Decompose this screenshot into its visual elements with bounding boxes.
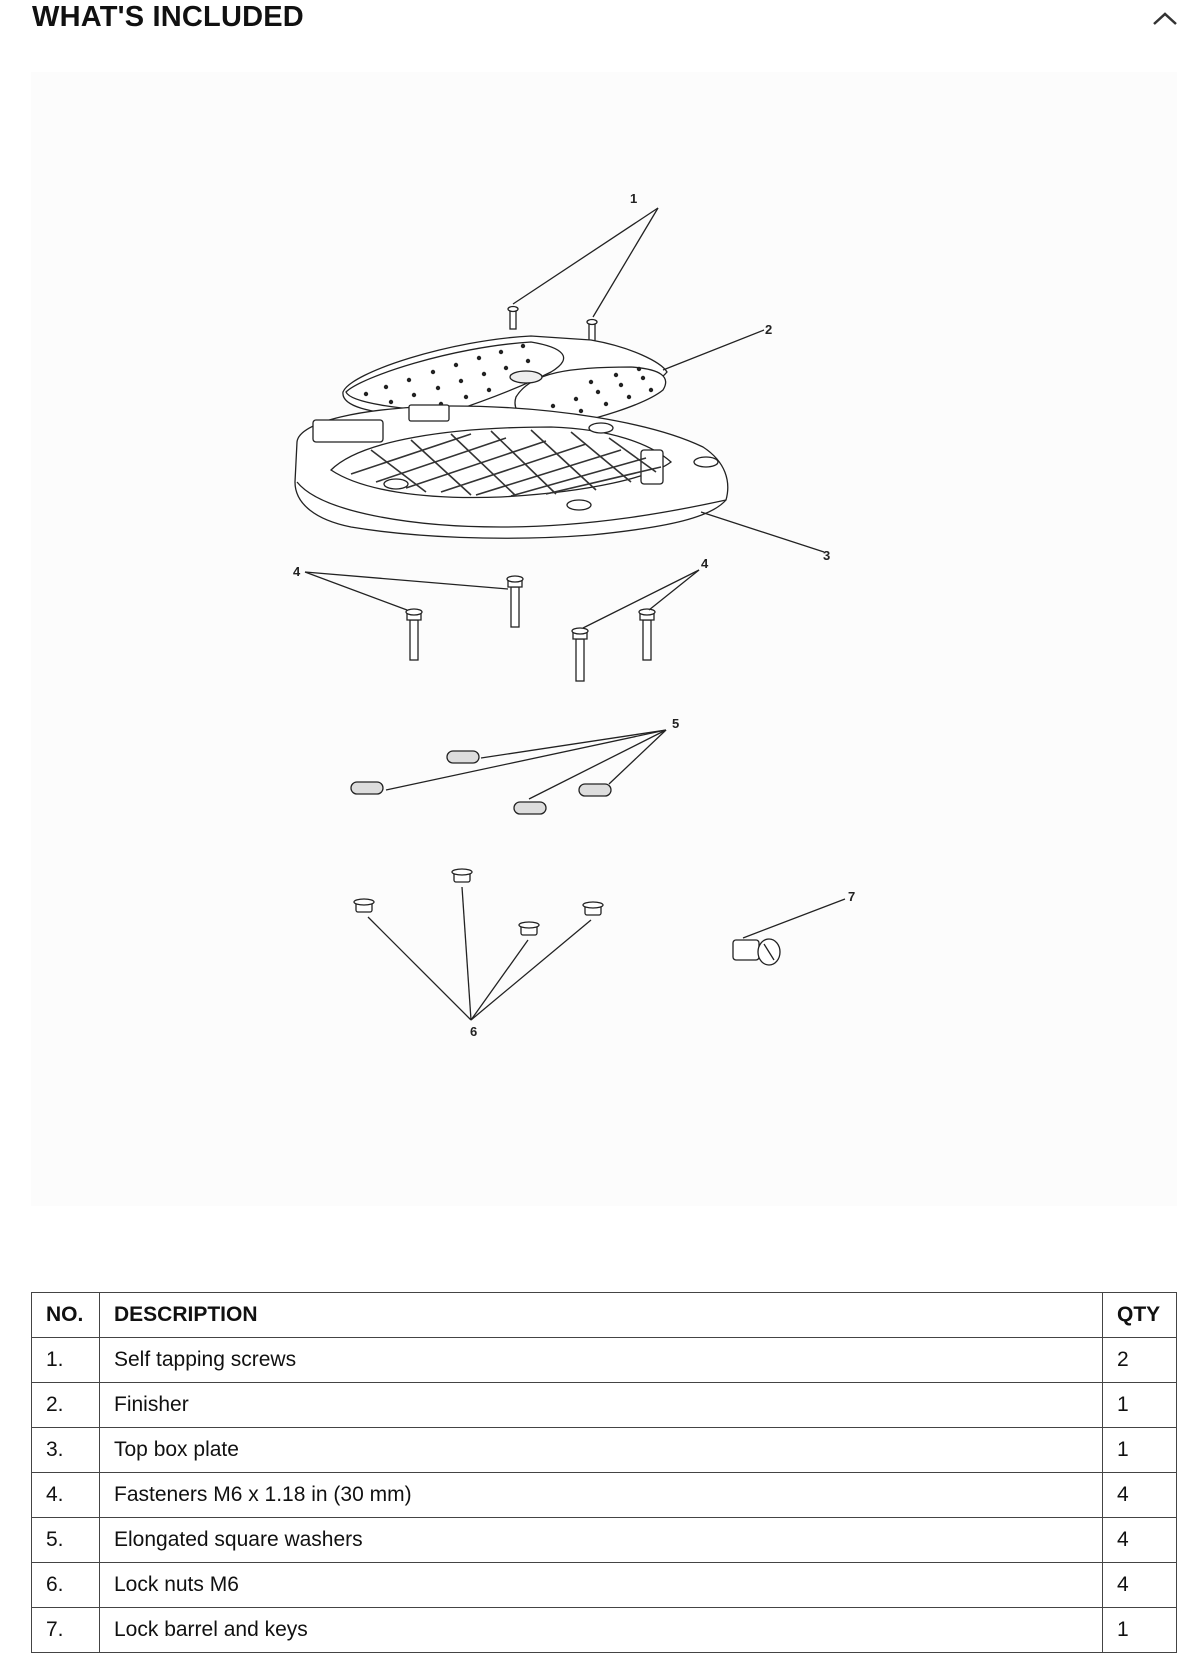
- row-no: 2.: [31, 1382, 100, 1428]
- parts-diagram-svg: 1 2 3 4 4 5 6 7: [293, 191, 855, 1039]
- exploded-parts-diagram: 1 2 3 4 4 5 6 7: [31, 72, 1177, 1206]
- header-no: NO.: [31, 1292, 100, 1338]
- header-qty: QTY: [1102, 1292, 1177, 1338]
- callout-5: 5: [672, 716, 679, 731]
- row-description: Lock nuts M6: [99, 1562, 1103, 1608]
- table-row: 2. Finisher 1: [31, 1382, 1177, 1428]
- row-no: 1.: [31, 1337, 100, 1383]
- part-4-fasteners: [405, 575, 656, 682]
- row-description: Fasteners M6 x 1.18 in (30 mm): [99, 1472, 1103, 1518]
- row-no: 5.: [31, 1517, 100, 1563]
- callout-2: 2: [765, 322, 772, 337]
- row-qty: 1: [1102, 1427, 1177, 1473]
- part-5-washers: [350, 750, 612, 815]
- row-no: 4.: [31, 1472, 100, 1518]
- row-description: Top box plate: [99, 1427, 1103, 1473]
- section-header[interactable]: WHAT'S INCLUDED: [0, 0, 1200, 40]
- parts-table: NO. DESCRIPTION QTY 1. Self tapping scre…: [31, 1292, 1177, 1653]
- chevron-up-icon[interactable]: [1150, 6, 1180, 30]
- row-no: 3.: [31, 1427, 100, 1473]
- callout-6: 6: [470, 1024, 477, 1039]
- row-description: Lock barrel and keys: [99, 1607, 1103, 1653]
- callout-4-right: 4: [701, 556, 709, 571]
- row-description: Finisher: [99, 1382, 1103, 1428]
- table-header-row: NO. DESCRIPTION QTY: [31, 1292, 1177, 1338]
- row-qty: 1: [1102, 1607, 1177, 1653]
- callout-3: 3: [823, 548, 830, 563]
- row-qty: 1: [1102, 1382, 1177, 1428]
- part-6-lock-nuts: [353, 868, 604, 936]
- table-row: 6. Lock nuts M6 4: [31, 1562, 1177, 1608]
- callout-7: 7: [848, 889, 855, 904]
- row-description: Elongated square washers: [99, 1517, 1103, 1563]
- row-qty: 4: [1102, 1517, 1177, 1563]
- section-title: WHAT'S INCLUDED: [32, 1, 304, 33]
- table-row: 4. Fasteners M6 x 1.18 in (30 mm) 4: [31, 1472, 1177, 1518]
- row-qty: 2: [1102, 1337, 1177, 1383]
- table-row: 3. Top box plate 1: [31, 1427, 1177, 1473]
- callout-4-left: 4: [293, 564, 301, 579]
- part-7-lock-barrel: [732, 938, 781, 966]
- table-row: 1. Self tapping screws 2: [31, 1337, 1177, 1383]
- row-description: Self tapping screws: [99, 1337, 1103, 1383]
- row-qty: 4: [1102, 1472, 1177, 1518]
- row-no: 6.: [31, 1562, 100, 1608]
- header-description: DESCRIPTION: [99, 1292, 1103, 1338]
- table-row: 5. Elongated square washers 4: [31, 1517, 1177, 1563]
- row-no: 7.: [31, 1607, 100, 1653]
- row-qty: 4: [1102, 1562, 1177, 1608]
- callout-1: 1: [630, 191, 637, 206]
- table-row: 7. Lock barrel and keys 1: [31, 1607, 1177, 1653]
